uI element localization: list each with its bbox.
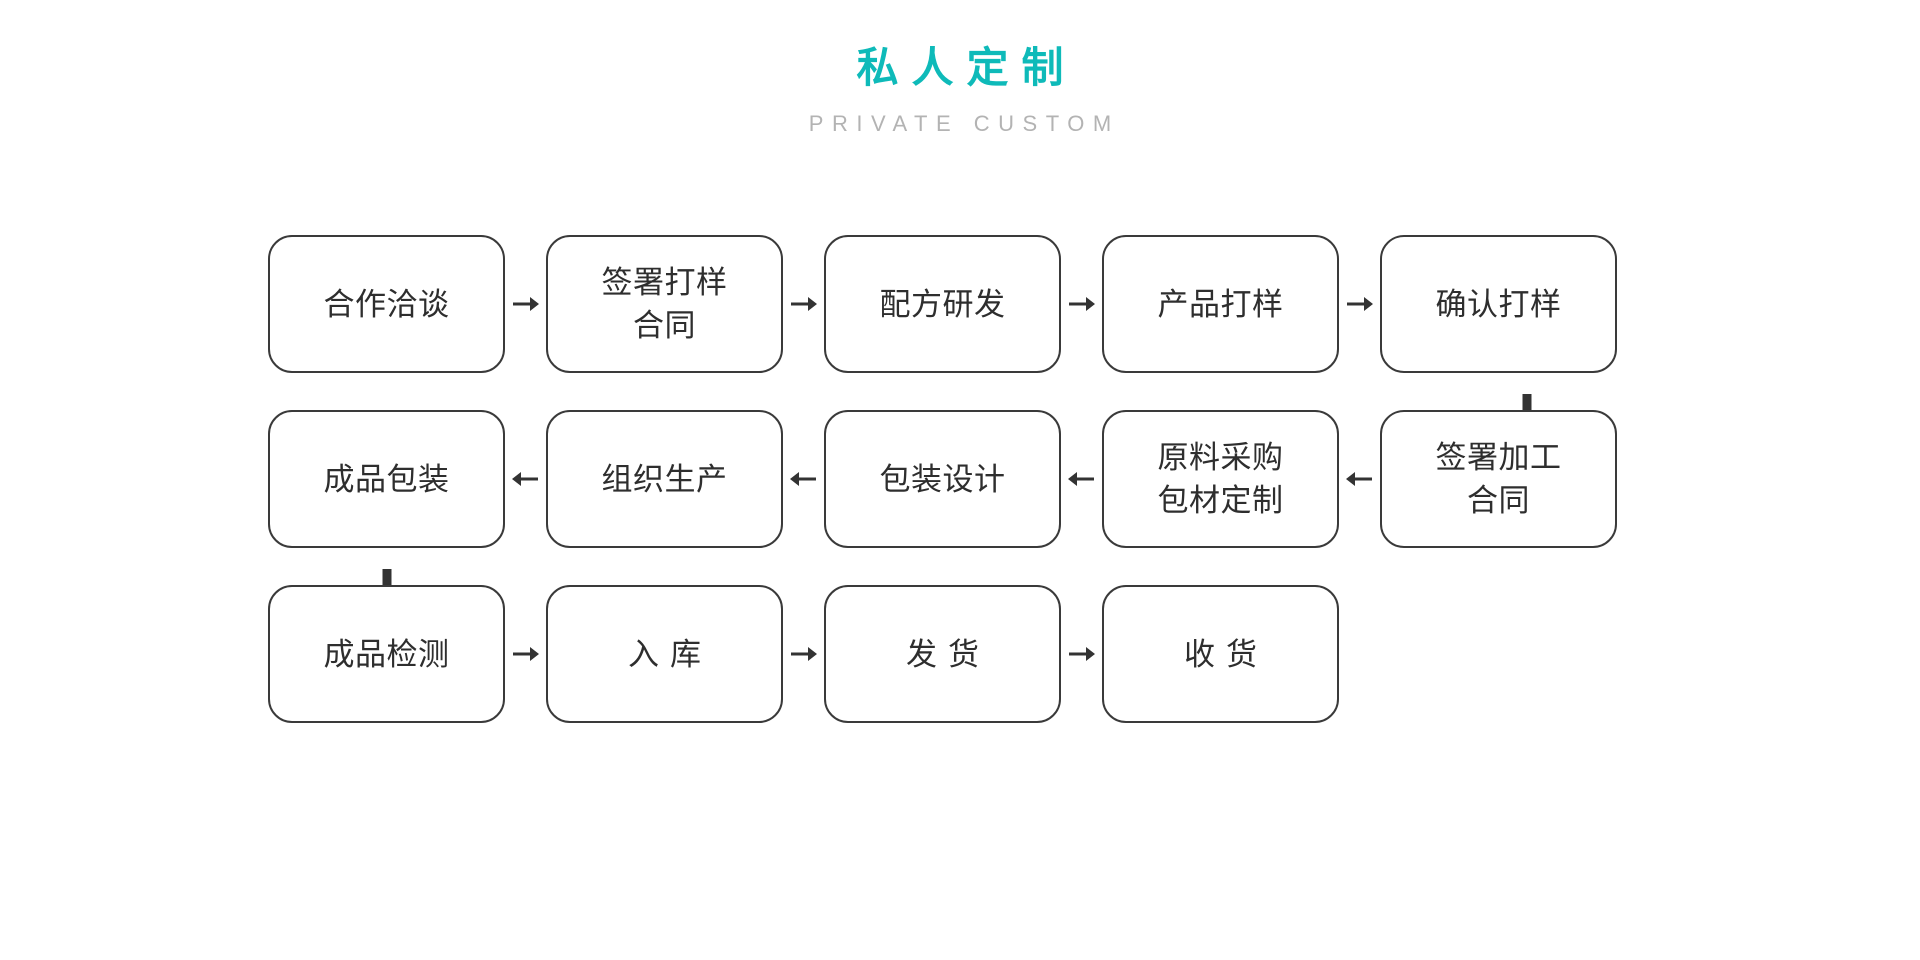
flow-node-finished-product-inspection[interactable]: 成品检测 — [268, 585, 505, 723]
flow-node-label: 签署打样 合同 — [601, 265, 728, 343]
flow-node-label: 成品检测 — [323, 636, 450, 672]
flow-node-organize-production[interactable]: 组织生产 — [546, 410, 783, 548]
page-header: 私人定制 PRIVATE CUSTOM — [0, 44, 1920, 137]
flow-node-label: 确认打样 — [1435, 286, 1562, 322]
flow-node-label: 产品打样 — [1157, 286, 1284, 322]
flow-node-label: 原料采购 包材定制 — [1157, 440, 1284, 518]
flow-node-label: 签署加工 合同 — [1435, 440, 1562, 518]
flow-node-warehousing[interactable]: 入库 — [546, 585, 783, 723]
arrow-right-icon — [783, 634, 824, 674]
flow-node-label: 包装设计 — [879, 461, 1006, 497]
flow-node-sign-sample-contract[interactable]: 签署打样 合同 — [546, 235, 783, 373]
arrow-left-icon — [505, 459, 546, 499]
flow-node-package-design[interactable]: 包装设计 — [824, 410, 1061, 548]
flow-row-3: 成品检测 入库 发货 — [268, 584, 1339, 724]
flow-node-confirm-sample[interactable]: 确认打样 — [1380, 235, 1617, 373]
flow-node-label: 成品包装 — [323, 461, 450, 497]
arrow-right-icon — [1061, 284, 1102, 324]
flow-node-finished-product-packing[interactable]: 成品包装 — [268, 410, 505, 548]
arrow-left-icon — [1339, 459, 1380, 499]
flow-node-label: 入库 — [628, 636, 712, 672]
flow-node-shipment[interactable]: 发货 — [824, 585, 1061, 723]
flow-node-label: 合作洽谈 — [323, 286, 450, 322]
flow-node-raw-material-purchase[interactable]: 原料采购 包材定制 — [1102, 410, 1339, 548]
arrow-right-icon — [1339, 284, 1380, 324]
flow-node-sign-processing-contract[interactable]: 签署加工 合同 — [1380, 410, 1617, 548]
arrow-right-icon — [505, 284, 546, 324]
arrow-right-icon — [1061, 634, 1102, 674]
flow-row-1: 合作洽谈 签署打样 合同 配方研发 — [268, 234, 1617, 374]
flow-node-label: 组织生产 — [601, 461, 728, 497]
flow-node-label: 收货 — [1184, 636, 1268, 672]
flow-node-label: 配方研发 — [879, 286, 1006, 322]
flow-node-formula-rnd[interactable]: 配方研发 — [824, 235, 1061, 373]
flow-node-product-sampling[interactable]: 产品打样 — [1102, 235, 1339, 373]
page-subtitle: PRIVATE CUSTOM — [808, 111, 1120, 137]
arrow-left-icon — [783, 459, 824, 499]
flow-row-2: 成品包装 组织生产 包装设计 — [268, 409, 1617, 549]
arrow-right-icon — [505, 634, 546, 674]
arrow-left-icon — [1061, 459, 1102, 499]
flow-node-receipt[interactable]: 收货 — [1102, 585, 1339, 723]
arrow-right-icon — [783, 284, 824, 324]
flow-node-cooperation-negotiation[interactable]: 合作洽谈 — [268, 235, 505, 373]
page-title: 私人定制 — [856, 44, 1077, 91]
flow-node-label: 发货 — [906, 636, 990, 672]
